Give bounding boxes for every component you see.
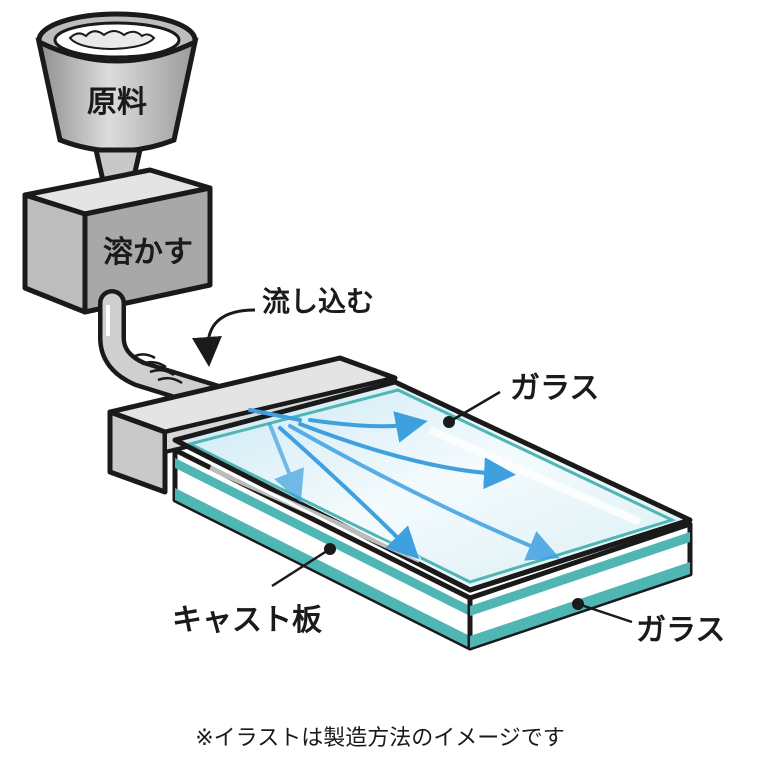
melter-box: 溶かす <box>22 167 213 315</box>
pour-label: 流し込む <box>262 285 374 318</box>
flow-arrows <box>248 408 560 561</box>
hopper: 原料 <box>35 11 199 202</box>
raw-material-powder <box>68 30 156 51</box>
melter-label: 溶かす <box>103 235 193 270</box>
hopper-label: 原料 <box>87 85 147 120</box>
glass-cast-sandwich <box>172 379 693 651</box>
glass-top-label: ガラス <box>510 371 599 406</box>
callout-cast-plate <box>271 543 336 588</box>
callout-glass-bottom <box>572 598 633 624</box>
footnote-caption: ※イラストは製造方法のイメージです <box>195 726 565 751</box>
pour-arrow <box>191 308 256 367</box>
cast-plate-label: キャスト板 <box>172 603 322 638</box>
callout-glass-top <box>443 390 501 428</box>
glass-bottom-label: ガラス <box>636 613 725 648</box>
